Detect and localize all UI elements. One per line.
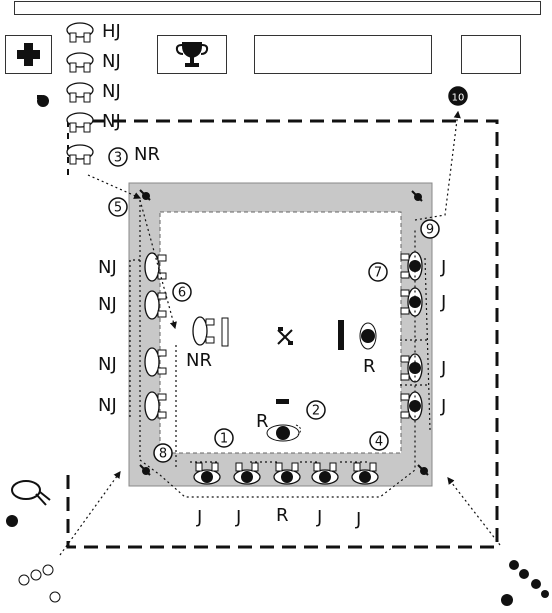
corner-flag-br bbox=[417, 464, 429, 476]
outer-boundary bbox=[66, 119, 499, 549]
marker-label-8: 8 bbox=[159, 447, 167, 462]
marker-6: 6 bbox=[172, 282, 192, 302]
marker-label-1: 1 bbox=[220, 432, 228, 447]
marker-2: 2 bbox=[306, 400, 326, 420]
marker-5: 5 bbox=[108, 197, 128, 217]
corner-flag-tr bbox=[411, 190, 423, 202]
corner-flag-bl bbox=[139, 464, 151, 476]
right-judge-label-4: J bbox=[440, 396, 446, 417]
field-box-2[interactable] bbox=[461, 35, 521, 74]
legend-chair-5 bbox=[66, 144, 94, 165]
bottom-label-5: J bbox=[355, 509, 361, 530]
right-judge-label-3: J bbox=[440, 358, 446, 379]
referee-center-label: R bbox=[363, 356, 376, 377]
spectator-group-right bbox=[501, 560, 549, 606]
nr-seated-label: NR bbox=[186, 350, 212, 371]
marker-label-3: 3 bbox=[114, 151, 122, 166]
spectator-group-left bbox=[18, 564, 61, 603]
marker-3: 3 bbox=[108, 147, 128, 167]
bottom-label-1: J bbox=[196, 507, 202, 528]
legend-chair-1 bbox=[66, 22, 94, 43]
movement-paths bbox=[59, 110, 501, 556]
crossed-flags-icon bbox=[277, 327, 293, 345]
legend-label-3: NJ bbox=[102, 81, 121, 102]
marker-label-9: 9 bbox=[426, 223, 434, 238]
bottom-seat-4 bbox=[311, 462, 339, 485]
right-judge-label-2: J bbox=[440, 292, 446, 313]
marker-label-6: 6 bbox=[178, 286, 186, 301]
left-judge-label-2: NJ bbox=[98, 294, 117, 315]
right-judge-label-1: J bbox=[440, 257, 446, 278]
field-box-1[interactable] bbox=[254, 35, 432, 74]
bottom-seat-1 bbox=[193, 462, 221, 485]
marker-label-7: 7 bbox=[374, 266, 382, 281]
marker-8: 8 bbox=[153, 443, 173, 463]
bottom-label-3: R bbox=[276, 505, 289, 526]
camera-icon-top-left bbox=[37, 95, 49, 107]
referee-center bbox=[338, 320, 377, 350]
marker-7: 7 bbox=[368, 262, 388, 282]
add-button[interactable] bbox=[5, 35, 52, 74]
marker-10: 10 bbox=[448, 86, 468, 106]
judge-right-3 bbox=[400, 353, 423, 383]
bottom-label-4: J bbox=[316, 507, 322, 528]
bottom-label-2: J bbox=[235, 507, 241, 528]
trophy-icon bbox=[175, 42, 209, 67]
bottom-seat-5 bbox=[351, 462, 379, 485]
bottom-seat-3 bbox=[273, 462, 301, 485]
referee-bottom-label: R bbox=[256, 411, 269, 432]
legend-label-4: NJ bbox=[102, 111, 121, 132]
trophy-button[interactable] bbox=[157, 35, 227, 74]
plus-icon bbox=[17, 43, 40, 66]
nr-seated bbox=[192, 316, 229, 347]
legend-chair-2 bbox=[66, 52, 94, 73]
marker-9: 9 bbox=[420, 219, 440, 239]
marker-label-10: 10 bbox=[452, 93, 465, 104]
marker-label-4: 4 bbox=[375, 435, 383, 450]
corner-flag-tl bbox=[139, 189, 151, 201]
legend-chair-3 bbox=[66, 82, 94, 103]
marker-4: 4 bbox=[369, 431, 389, 451]
camera-icon-bottom-left bbox=[6, 480, 51, 527]
top-bar bbox=[14, 1, 541, 15]
legend-label-1: HJ bbox=[102, 21, 121, 42]
referee-bottom bbox=[266, 399, 302, 442]
left-judge-label-4: NJ bbox=[98, 395, 117, 416]
left-judge-label-3: NJ bbox=[98, 354, 117, 375]
marker-1: 1 bbox=[214, 428, 234, 448]
left-judge-label-1: NJ bbox=[98, 257, 117, 278]
legend-label-5: NR bbox=[134, 144, 160, 165]
marker-label-5: 5 bbox=[114, 201, 122, 216]
step-markers: 1 2 3 4 5 6 7 8 9 10 bbox=[108, 86, 468, 463]
legend-label-2: NJ bbox=[102, 51, 121, 72]
legend-chair-4 bbox=[66, 112, 94, 133]
marker-label-2: 2 bbox=[312, 404, 320, 419]
bottom-seat-2 bbox=[233, 462, 261, 485]
